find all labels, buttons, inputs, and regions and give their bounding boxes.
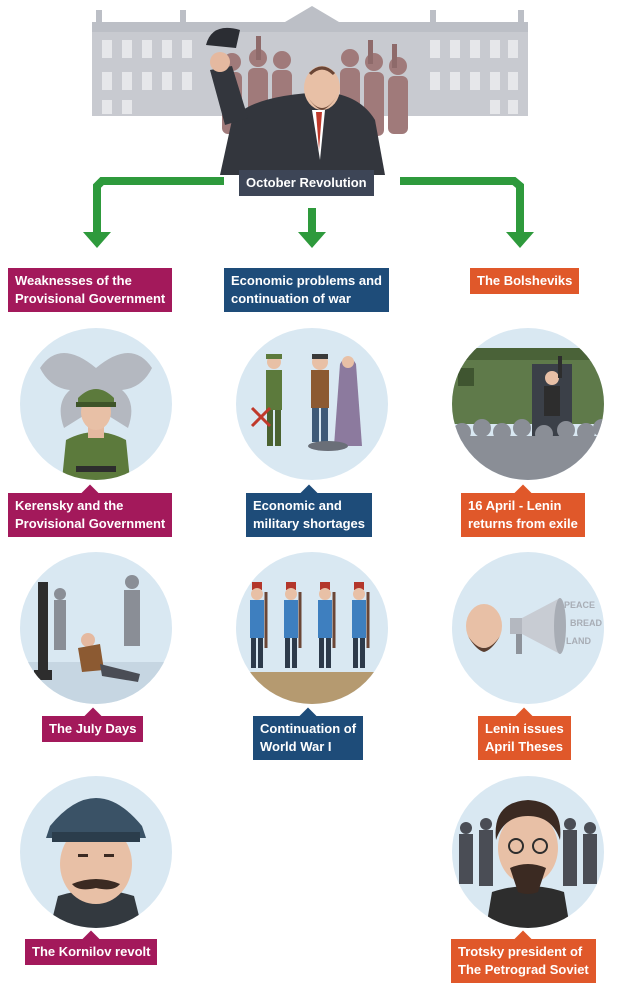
label-april-theses: Lenin issues April Theses	[478, 707, 571, 760]
label-line: Economic and	[253, 498, 342, 513]
label-line: April Theses	[485, 739, 564, 754]
trotsky-icon	[452, 776, 604, 928]
heading-bolsheviks: The Bolsheviks	[470, 268, 580, 294]
heading-line: continuation of war	[231, 291, 351, 306]
kornilov-icon	[20, 776, 172, 928]
arrow-right-head	[506, 232, 534, 248]
heading-line: The Bolsheviks	[477, 273, 573, 288]
label-trotsky: Trotsky president of The Petrograd Sovie…	[451, 930, 596, 983]
label-line: World War I	[260, 739, 332, 754]
lenin-train-icon	[452, 328, 604, 480]
label-ww1: Continuation of World War I	[253, 707, 364, 760]
label-shortages: Economic and military shortages	[246, 484, 372, 537]
soldiers-marching-icon	[236, 552, 388, 704]
title-text: October Revolution	[246, 175, 367, 190]
label-line: military shortages	[253, 516, 365, 531]
title-box: October Revolution	[239, 170, 374, 196]
label-july-days: The July Days	[42, 707, 144, 742]
heading-line: Economic problems and	[231, 273, 382, 288]
heading-line: Provisional Government	[15, 291, 166, 306]
heading-line: Weaknesses of the	[15, 273, 132, 288]
kerensky-icon	[20, 328, 172, 480]
label-line: The Petrograd Soviet	[458, 962, 589, 977]
megaphone-word-peace: PEACE	[564, 600, 595, 610]
label-line: 16 April - Lenin	[468, 498, 562, 513]
lenin-icon	[206, 27, 385, 175]
megaphone-word-bread: BREAD	[570, 618, 603, 628]
label-line: The July Days	[49, 721, 137, 736]
arrow-center-head	[298, 232, 326, 248]
lenin-speech-illustration	[92, 6, 528, 175]
label-line: Lenin issues	[485, 721, 564, 736]
arrow-left-head	[83, 232, 111, 248]
label-line: Kerensky and the	[15, 498, 124, 513]
label-kornilov: The Kornilov revolt	[25, 930, 158, 965]
heading-economic: Economic problems and continuation of wa…	[224, 268, 389, 312]
july-days-icon	[20, 552, 172, 704]
heading-weaknesses: Weaknesses of the Provisional Government	[8, 268, 173, 312]
shortages-icon	[236, 328, 388, 480]
megaphone-word-land: LAND	[566, 636, 591, 646]
label-line: The Kornilov revolt	[32, 944, 151, 959]
label-line: returns from exile	[468, 516, 578, 531]
megaphone-icon: PEACE BREAD LAND	[452, 552, 604, 704]
label-lenin-returns: 16 April - Lenin returns from exile	[461, 484, 585, 537]
branch-arrows	[83, 177, 534, 248]
label-line: Provisional Government	[15, 516, 166, 531]
label-line: Trotsky president of	[458, 944, 583, 959]
label-kerensky: Kerensky and the Provisional Government	[8, 484, 173, 537]
label-line: Continuation of	[260, 721, 357, 736]
